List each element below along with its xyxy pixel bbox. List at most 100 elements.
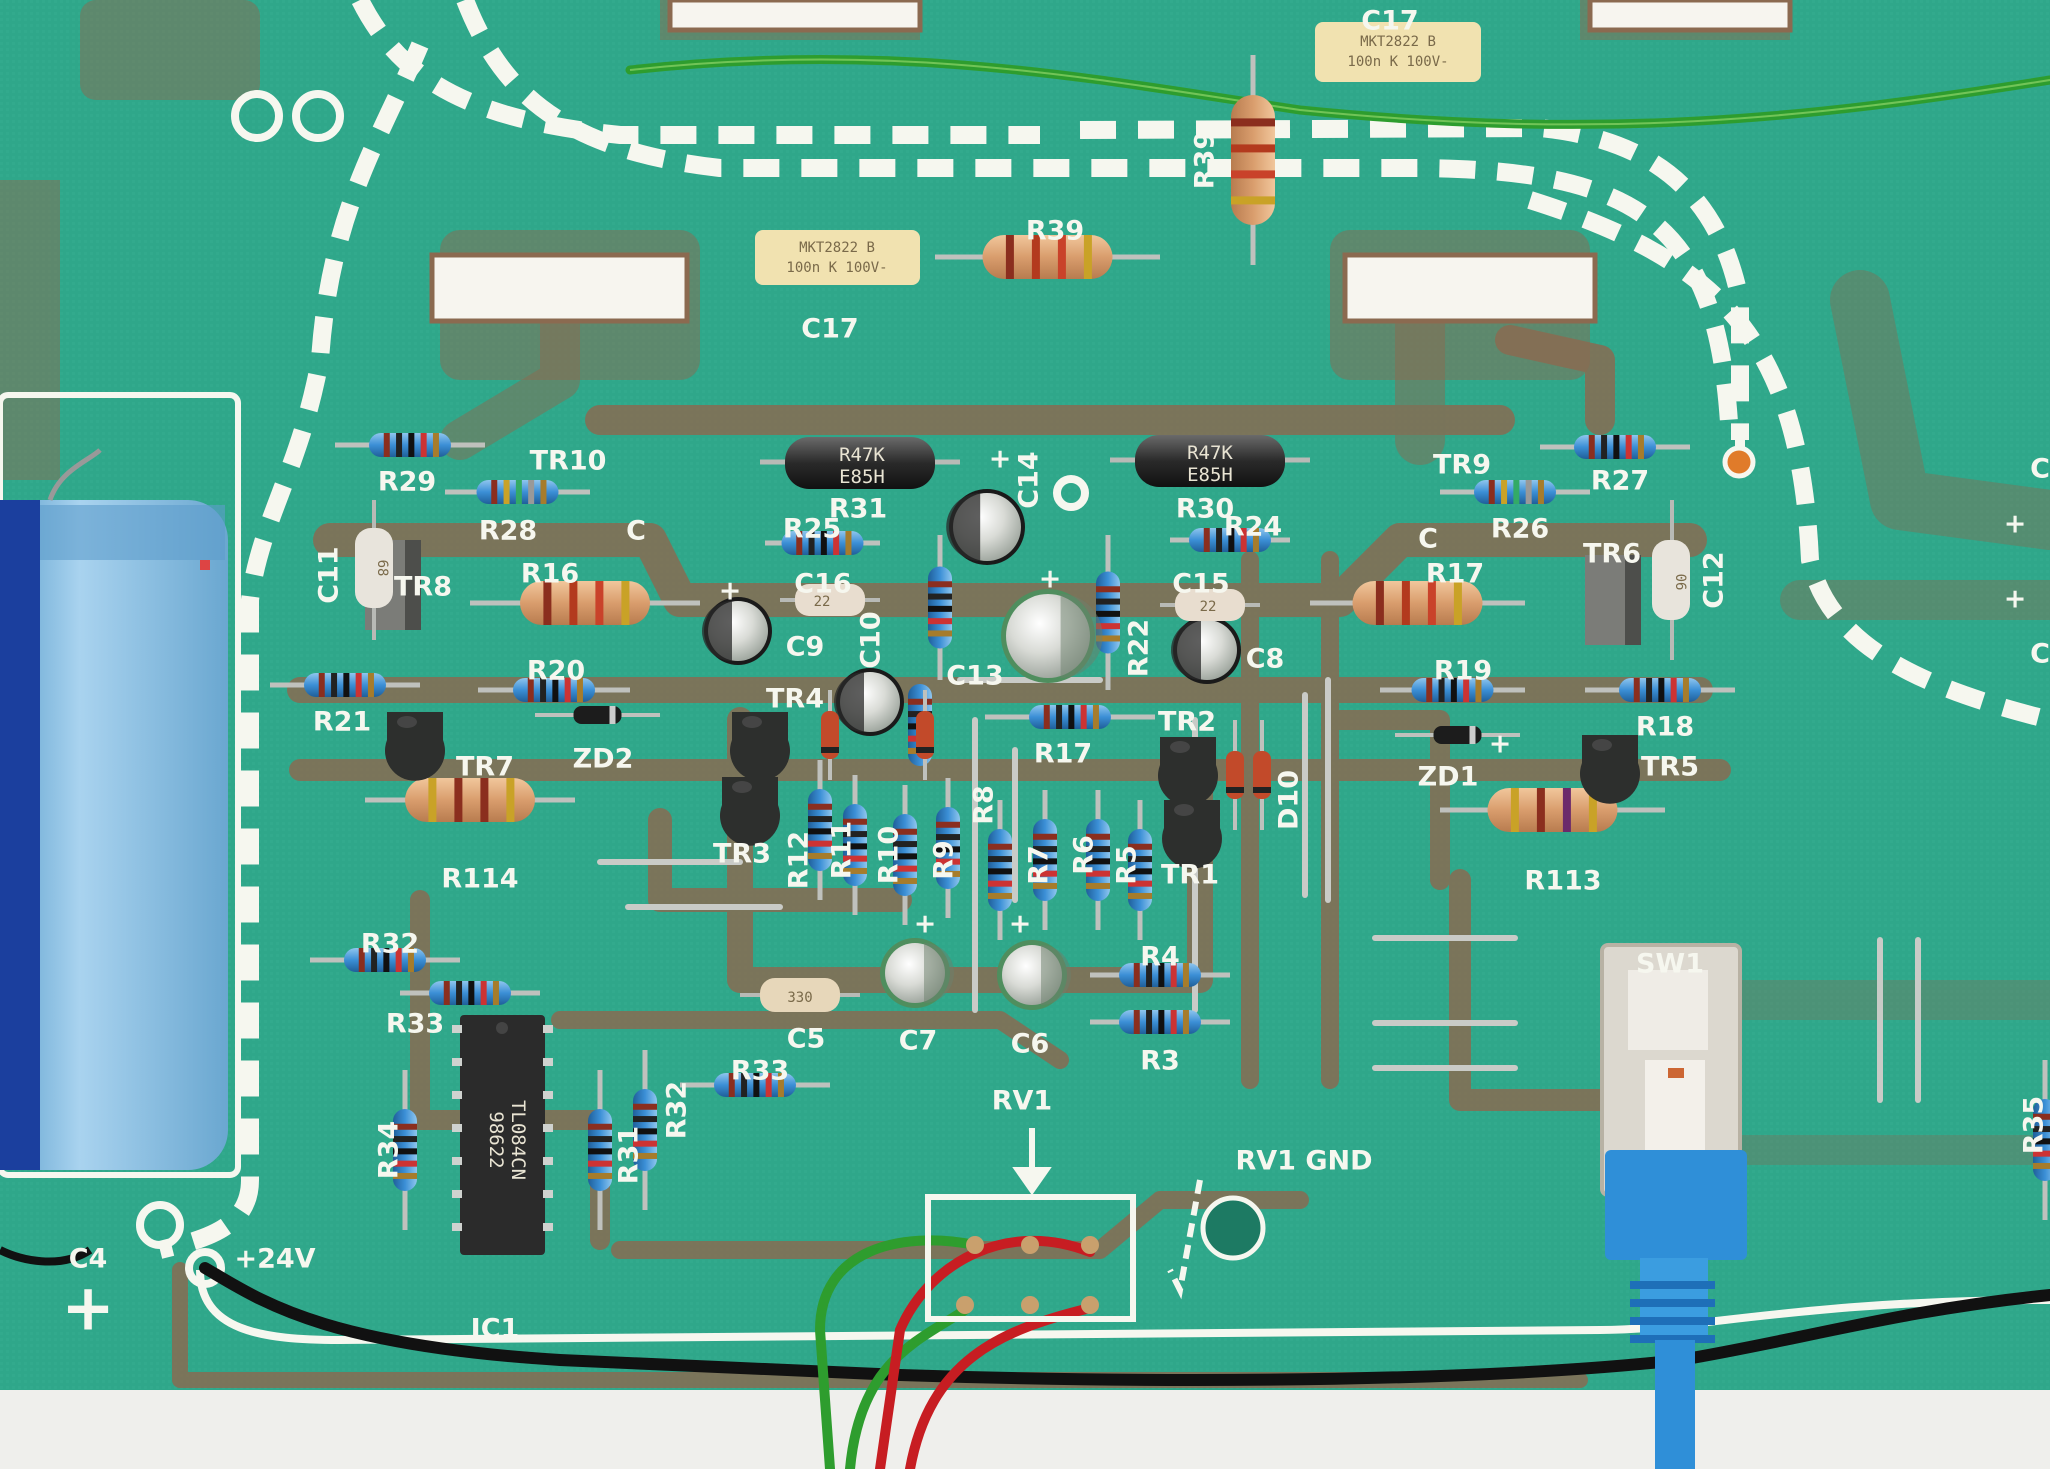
sw1-switch: [1600, 943, 1747, 1469]
test-pad: [1722, 445, 1756, 479]
r114-resistor: [365, 778, 575, 822]
rv1-connector: [925, 1128, 1203, 1322]
ic1-chip: TL084CN 98622: [452, 1015, 553, 1255]
label-r114: R114: [441, 864, 518, 895]
label-r4: R4: [1140, 942, 1180, 973]
c10-resistor: [928, 535, 952, 680]
c17-marking-2b: 100n K 100V-: [786, 260, 887, 276]
tr5-transistor: [1580, 735, 1640, 804]
r32-resistor: [310, 948, 460, 972]
label-tr5: TR5: [1641, 752, 1699, 783]
c16-marking: 22: [814, 594, 831, 610]
r30-marking-2: E85H: [1187, 464, 1233, 486]
zd1-diode: [1395, 726, 1520, 744]
label-plus-zd1: +: [1489, 729, 1512, 760]
label-r9: R9: [929, 840, 960, 880]
label-plus-big: +: [61, 1272, 115, 1346]
diode-b: [916, 690, 934, 780]
label-r32: R32: [361, 929, 419, 960]
label-tr10: TR10: [530, 446, 607, 477]
label-r24: R24: [1224, 512, 1282, 543]
c5-capacitor: 330: [740, 978, 860, 1012]
rv1-gnd-hole: [1200, 1195, 1266, 1261]
label-tr7: TR7: [456, 752, 514, 783]
label-r28: R28: [479, 516, 537, 547]
c10-capacitor: [834, 668, 904, 736]
label-tr3: TR3: [713, 839, 771, 870]
label-r29: R29: [378, 467, 436, 498]
tr1-transistor: [1162, 800, 1222, 869]
label-ic1: IC1: [471, 1314, 520, 1345]
r7-resistor: [1033, 790, 1057, 930]
label-r21: R21: [313, 707, 371, 738]
label-r17b: R17: [1034, 739, 1092, 770]
r24-resistor: [1170, 528, 1290, 552]
label-tr6: TR6: [1583, 539, 1641, 570]
c16-capacitor: 22: [780, 584, 880, 616]
tr2-transistor: [1157, 737, 1218, 806]
label-r12: R12: [784, 831, 815, 889]
zd2-diode: [535, 706, 660, 724]
c17-marking-1: MKT2822 B: [1360, 34, 1436, 50]
label-tr9: TR9: [1433, 450, 1491, 481]
label-r25: R25: [783, 514, 841, 545]
label-c9: C9: [786, 632, 825, 663]
label-c11: C11: [314, 546, 345, 603]
label-c5: C5: [787, 1024, 826, 1055]
label-r31b: R31: [614, 1126, 645, 1184]
label-plus-c14: +: [989, 444, 1012, 475]
c15-marking: 22: [1200, 599, 1217, 615]
c6-capacitor: [997, 940, 1071, 1010]
c17-capacitor: MKT2822 B 100n K 100V-: [755, 230, 920, 285]
label-tr2: TR2: [1158, 707, 1216, 738]
label-plus-c13: +: [1039, 564, 1062, 595]
label-r113: R113: [1524, 866, 1601, 897]
label-r19: R19: [1434, 656, 1492, 687]
label-r17: R17: [1426, 559, 1484, 590]
c7-capacitor: [880, 938, 954, 1008]
r8-resistor: [988, 800, 1012, 940]
label-r26: R26: [1491, 514, 1549, 545]
c5-marking: 330: [787, 990, 812, 1006]
d10-diode: [1226, 720, 1244, 830]
label-r20: R20: [527, 656, 585, 687]
board-slots: [429, 0, 1793, 324]
label-r31: R31: [829, 494, 887, 525]
r20-resistor: [478, 678, 630, 702]
c9-capacitor: [702, 597, 772, 665]
label-r5: R5: [1112, 845, 1143, 885]
label-c17-top: C17: [1361, 6, 1418, 37]
label-c-edge1: C: [2030, 454, 2050, 485]
label-rv1-gnd: RV1 GND: [1235, 1146, 1372, 1177]
label-tr8: TR8: [394, 572, 452, 603]
label-r30: R30: [1176, 494, 1234, 525]
r31-resistor-small: [588, 1070, 612, 1230]
r6-resistor: [1086, 790, 1110, 930]
r34-resistor: [393, 1070, 417, 1230]
r32-resistor-small: [633, 1050, 657, 1210]
label-d10: D10: [1274, 770, 1305, 830]
label-c16: C16: [794, 569, 851, 600]
label-c15: C15: [1172, 569, 1229, 600]
label-r27: R27: [1591, 466, 1649, 497]
r26-resistor: [1440, 480, 1590, 504]
r3-resistor: [1090, 1010, 1230, 1034]
components: [270, 55, 2050, 1230]
label-c14: C14: [1014, 451, 1045, 508]
label-sw1: SW1: [1636, 949, 1704, 980]
label-r39-vertical: R39: [1190, 131, 1221, 189]
label-r8: R8: [969, 785, 1000, 825]
label-r22: R22: [1124, 619, 1155, 677]
r31-marking-2: E85H: [839, 466, 885, 488]
c11-marking: 68: [374, 560, 390, 577]
c4-electrolytic-capacitor: [0, 392, 241, 1178]
label-c-right: C: [1418, 524, 1438, 555]
d10b-diode: [1253, 720, 1271, 830]
r19-resistor: [1380, 678, 1525, 702]
label-r11: R11: [827, 821, 858, 879]
label-r35: R35: [2019, 1096, 2050, 1154]
label-tr1: TR1: [1161, 860, 1219, 891]
ic1-marking-2: 98622: [485, 1111, 507, 1168]
tr6-transistor: [1585, 555, 1641, 645]
